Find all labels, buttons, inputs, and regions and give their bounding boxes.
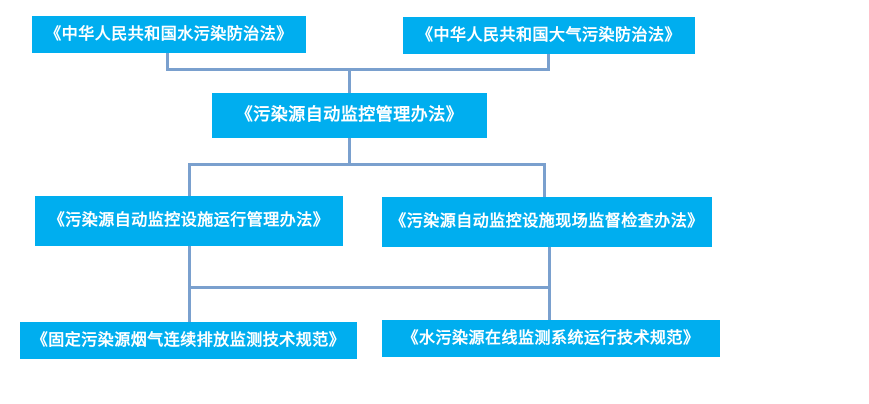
connector-line [547, 54, 550, 70]
node-water-pollution-law: 《中华人民共和国水污染防治法》 [32, 16, 306, 53]
connector-line [188, 163, 191, 196]
node-air-pollution-law: 《中华人民共和国大气污染防治法》 [403, 17, 695, 54]
connector-line [543, 163, 546, 197]
node-onsite-inspection-measures: 《污染源自动监控设施现场监督检查办法》 [382, 197, 712, 247]
node-auto-monitoring-measures: 《污染源自动监控管理办法》 [212, 93, 487, 138]
connector-line [348, 138, 351, 165]
node-facility-operation-measures: 《污染源自动监控设施运行管理办法》 [35, 196, 343, 246]
connector-line [188, 286, 551, 289]
connector-line [166, 68, 550, 71]
connector-line [188, 163, 546, 166]
connector-line [348, 68, 351, 93]
node-water-online-monitoring-spec: 《水污染源在线监测系统运行技术规范》 [382, 320, 720, 357]
connector-line [188, 246, 191, 322]
connector-line [166, 53, 169, 70]
node-flue-gas-cems-spec: 《固定污染源烟气连续排放监测技术规范》 [20, 322, 357, 359]
connector-line [548, 247, 551, 320]
